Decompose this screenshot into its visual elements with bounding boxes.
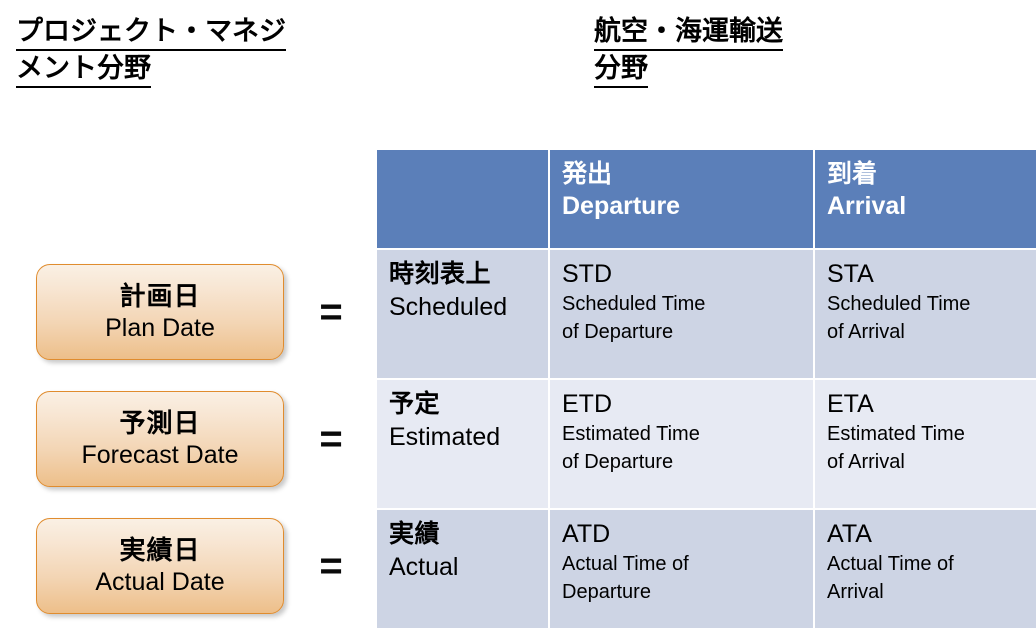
code-label: ATD bbox=[562, 520, 611, 548]
equals-sign-icon: = bbox=[319, 417, 343, 461]
code-desc-line2: of Departure bbox=[562, 451, 674, 473]
stage-jp-label: 実績 bbox=[389, 520, 441, 548]
pm-term-en-label: Actual Date bbox=[95, 568, 225, 596]
code-label: ETA bbox=[827, 390, 874, 418]
code-desc-line1: Scheduled Time bbox=[562, 293, 706, 315]
pm-term-row: 計画日 Plan Date = bbox=[0, 252, 372, 372]
code-desc-line1: Actual Time of bbox=[562, 553, 689, 575]
pm-term-jp-label: 予測日 bbox=[119, 408, 201, 438]
table-row: 予定 Estimated ETD Estimated Time of Depar… bbox=[377, 380, 1036, 508]
section-title-right-line2: 分野 bbox=[594, 51, 648, 88]
cell-sta: STA Scheduled Time of Arrival bbox=[815, 250, 1036, 378]
stage-en-label: Estimated bbox=[389, 423, 501, 451]
transport-time-matrix: 発出 Departure 到着 Arrival 時刻表上 Scheduled S… bbox=[375, 148, 1036, 630]
section-title-air-sea-transport: 航空・海運輸送 分野 bbox=[594, 14, 924, 88]
pm-term-forecast-date: 予測日 Forecast Date bbox=[36, 391, 284, 487]
row-stage-actual: 実績 Actual bbox=[377, 510, 548, 628]
pm-term-actual-date: 実績日 Actual Date bbox=[36, 518, 284, 614]
section-title-project-management: プロジェクト・マネジ メント分野 bbox=[16, 14, 346, 88]
row-stage-scheduled: 時刻表上 Scheduled bbox=[377, 250, 548, 378]
code-label: ETD bbox=[562, 390, 612, 418]
code-desc-line1: Estimated Time bbox=[827, 423, 965, 445]
table-row: 時刻表上 Scheduled STD Scheduled Time of Dep… bbox=[377, 250, 1036, 378]
stage-jp-label: 時刻表上 bbox=[389, 260, 492, 288]
header-departure-jp: 発出 bbox=[562, 160, 613, 188]
code-label: STD bbox=[562, 260, 612, 288]
cell-std: STD Scheduled Time of Departure bbox=[550, 250, 813, 378]
pm-term-row: 実績日 Actual Date = bbox=[0, 506, 372, 626]
table-header-departure: 発出 Departure bbox=[550, 150, 813, 248]
table-row: 実績 Actual ATD Actual Time of Departure A… bbox=[377, 510, 1036, 628]
cell-eta: ETA Estimated Time of Arrival bbox=[815, 380, 1036, 508]
pm-term-jp-label: 実績日 bbox=[119, 535, 201, 565]
cell-etd: ETD Estimated Time of Departure bbox=[550, 380, 813, 508]
stage-en-label: Actual bbox=[389, 553, 459, 581]
code-desc-line2: Arrival bbox=[827, 581, 884, 603]
pm-term-en-label: Forecast Date bbox=[81, 441, 239, 469]
code-desc-line2: Departure bbox=[562, 581, 651, 603]
equals-sign-icon: = bbox=[319, 544, 343, 588]
pm-term-row: 予測日 Forecast Date = bbox=[0, 379, 372, 499]
header-arrival-jp: 到着 bbox=[827, 160, 878, 188]
code-desc-line2: of Arrival bbox=[827, 321, 905, 343]
code-label: STA bbox=[827, 260, 874, 288]
cell-ata: ATA Actual Time of Arrival bbox=[815, 510, 1036, 628]
header-departure-en: Departure bbox=[562, 192, 681, 220]
section-title-right-line1: 航空・海運輸送 bbox=[594, 14, 783, 51]
stage-jp-label: 予定 bbox=[389, 390, 441, 418]
section-title-left-line2: メント分野 bbox=[16, 51, 151, 88]
stage-en-label: Scheduled bbox=[389, 293, 508, 321]
table-header-arrival: 到着 Arrival bbox=[815, 150, 1036, 248]
table-header-corner-cell bbox=[377, 150, 548, 248]
pm-term-jp-label: 計画日 bbox=[119, 281, 201, 311]
code-desc-line1: Actual Time of bbox=[827, 553, 954, 575]
header-arrival-en: Arrival bbox=[827, 192, 907, 220]
pm-term-en-label: Plan Date bbox=[105, 314, 215, 342]
equals-sign-icon: = bbox=[319, 290, 343, 334]
table-header-row: 発出 Departure 到着 Arrival bbox=[377, 150, 1036, 248]
section-title-left-line1: プロジェクト・マネジ bbox=[16, 14, 286, 51]
code-label: ATA bbox=[827, 520, 872, 548]
cell-atd: ATD Actual Time of Departure bbox=[550, 510, 813, 628]
code-desc-line1: Scheduled Time bbox=[827, 293, 971, 315]
pm-term-plan-date: 計画日 Plan Date bbox=[36, 264, 284, 360]
row-stage-estimated: 予定 Estimated bbox=[377, 380, 548, 508]
code-desc-line2: of Arrival bbox=[827, 451, 905, 473]
code-desc-line1: Estimated Time bbox=[562, 423, 700, 445]
code-desc-line2: of Departure bbox=[562, 321, 674, 343]
